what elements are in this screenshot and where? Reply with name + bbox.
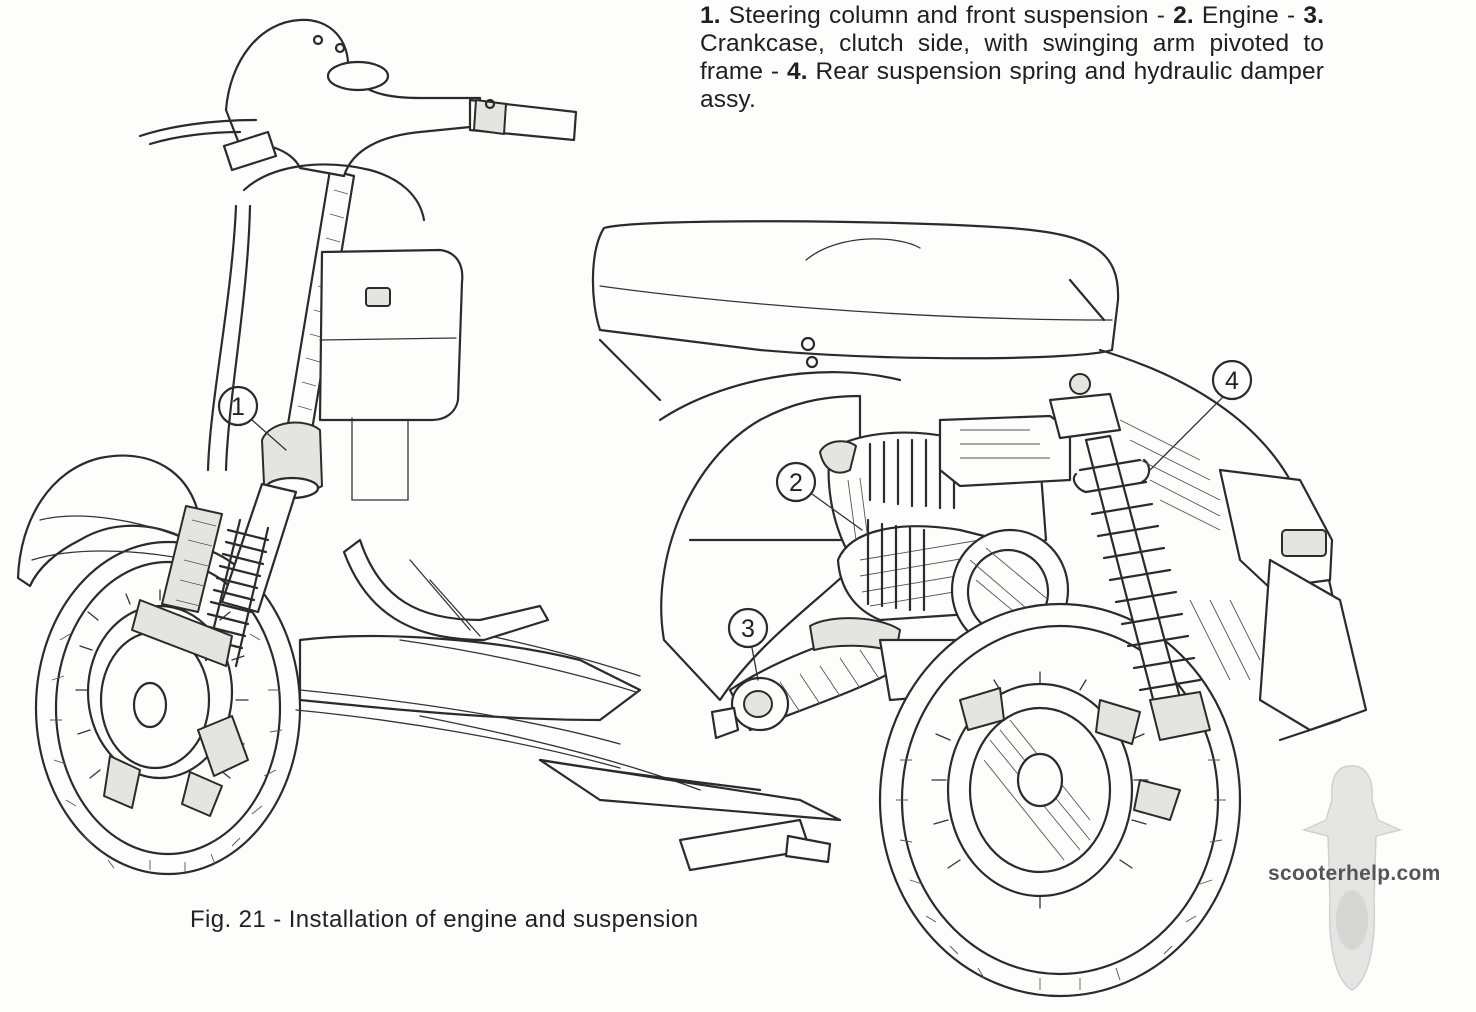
rear-wheel — [878, 602, 1242, 998]
handlebar-assembly — [138, 18, 578, 178]
legend-text-4: Rear suspension spring and hydraulic dam… — [700, 58, 1324, 113]
legend-separator: - — [763, 58, 787, 85]
engine-shading — [847, 477, 993, 607]
legend-text-1: Steering column and front suspension — [728, 2, 1149, 29]
legend-number-4: 4. — [787, 58, 808, 85]
legend-separator: - — [1148, 2, 1174, 29]
callout-3: 3 — [727, 607, 769, 681]
legend-text-2: Engine — [1201, 2, 1279, 29]
legend-number-3: 3. — [1303, 2, 1324, 29]
front-tyre-tread — [50, 633, 283, 872]
legshield-and-frame — [206, 163, 701, 791]
legend-number-1: 1. — [700, 2, 721, 29]
legend-number-2: 2. — [1173, 2, 1194, 29]
front-wheel — [34, 540, 302, 876]
callout-4: 4 — [1149, 359, 1253, 471]
callout-3-label: 3 — [741, 615, 755, 643]
front-spring — [200, 528, 270, 650]
callout-1-label: 1 — [231, 393, 245, 421]
underside-details — [538, 758, 842, 872]
callout-2: 2 — [775, 461, 863, 531]
figure-caption: Fig. 21 - Installation of engine and sus… — [190, 906, 699, 933]
legend-text-3: Crankcase, clutch side, with swinging ar… — [700, 30, 1324, 85]
rear-tyre-tread — [896, 759, 1226, 990]
rear-coil-spring — [1072, 458, 1202, 692]
watermark-scooter-emblem — [1301, 765, 1403, 991]
cylinder-cooling-fins — [868, 438, 956, 510]
rear-suspension-damper — [1048, 373, 1261, 741]
seat — [591, 220, 1120, 369]
watermark-text: scooterhelp.com — [1268, 862, 1441, 885]
callout-4-label: 4 — [1225, 367, 1239, 395]
callout-1: 1 — [217, 385, 287, 451]
legend-separator: - — [1278, 2, 1304, 29]
rear-body — [598, 338, 1368, 742]
callout-2-label: 2 — [789, 469, 803, 497]
parts-legend: 1. Steering column and front suspension … — [700, 2, 1324, 114]
